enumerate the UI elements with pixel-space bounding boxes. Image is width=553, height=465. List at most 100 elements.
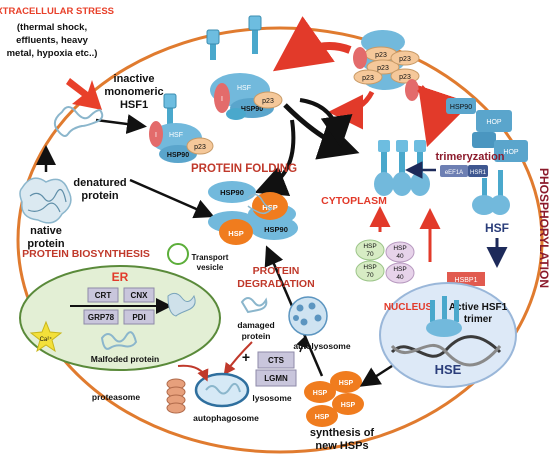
label-lysosome_enzymes-0: CTS [268,356,285,365]
label-er_chaperones-1: CNX [131,291,149,300]
label-labels-hsp: HSP [228,229,243,238]
degradation-title-1: PROTEIN [253,265,300,277]
dna-strand-2 [390,344,502,367]
er-chaperones: CRT CNX GRP78 PDI [83,287,155,325]
release-arrow-right [417,85,472,148]
hsf1-hsp90-complex-3: p23 p23 p23 p23 p23 [353,30,420,101]
label-labels-hsp: HSP [262,203,277,212]
stress-arrow [66,78,102,110]
lysosome-enzymes: CTS LGMN [255,351,297,387]
activation-arrow-3 [254,119,296,197]
er-compartment [19,265,221,371]
new-hsp-cluster: HSP HSP HSP HSP [304,371,364,427]
native-protein: native protein [19,177,72,250]
synthesis-label-1: synthesis of [310,427,375,439]
label-labels-hsr1: HSR1 [470,170,487,176]
denatured-label-1: denatured [73,177,126,189]
autophagosome-label: autophagosome [193,413,259,423]
label-labels-p23: p23 [377,65,389,72]
label-labels-hsf: HSF [237,85,251,92]
release-arrow-top [272,16,352,72]
trimeryzation-label: trimeryzation [435,151,504,163]
autolysosome-label: autolysosome [293,341,350,351]
calcium-star [29,320,63,353]
to-folding-arrow [129,178,215,219]
label-labels-hsp70-0: HSP [363,243,376,250]
autolysosome: autolysosome [288,296,351,351]
biosynthesis-title: PROTEIN BIOSYNTHESIS [22,248,150,260]
proteasome-label: proteasome [92,392,140,402]
label-labels-hsp40-0: HSP [393,245,406,252]
plus-sign: + [242,349,250,365]
label-er_chaperones-2: GRP78 [88,313,115,322]
label-labels-hsp: HSP [313,390,328,397]
label-labels-p23: p23 [194,144,206,151]
label-labels-hsp90: HSP90 [450,104,472,111]
protein-folding-title: PROTEIN FOLDING [191,163,297,175]
hsf-label: HSF [485,221,509,235]
transport-vesicle-label-2: vesicle [197,263,224,272]
label-er_chaperones-0: CRT [95,291,112,300]
inactive-label-3: HSF1 [120,99,148,111]
label-labels-p23: p23 [375,52,387,59]
lysosome-label: lysosome [252,393,291,403]
protein-folding: PROTEIN FOLDING HSP90 HSP90 HSP HSP [191,163,298,245]
hse-label: HSE [435,362,462,377]
label-labels-hsp90: HSP90 [167,152,189,159]
label-labels-hsp40-0: HSP [393,266,406,273]
active-hsf1-trimer [426,296,462,337]
hsp90-hop-complex: HSP90 HOP HOP [446,98,528,162]
label-labels-hsp90: HSP90 [264,225,288,234]
active-hsf1-label-2: trimer [464,314,492,325]
label-labels-hsp70-1: 70 [366,251,374,258]
inactive-label-1: inactive [114,73,155,85]
label-labels-hsp: HSP [341,402,356,409]
inactive-hsf1-text: inactive monomeric HSF1 [104,73,163,111]
label-lysosome_enzymes-1: LGMN [264,374,288,383]
label-labels-i: I [155,132,157,139]
damaged-protein-shape [240,297,268,314]
label-labels-hsp: HSP [315,414,330,421]
label-labels-hsp40-1: 40 [396,253,404,260]
hsf-trimer-right: HSF [472,170,510,268]
label-labels-hsf: HSF [169,132,183,139]
transport-vesicle [167,243,189,265]
stress-detail-2: effluents, heavy [16,35,89,46]
release-arrow-left [328,90,375,130]
hsf1-hsp90-complex-2: HSF HSP90 I p23 [206,15,283,120]
ef1a-hsr1-complex: eEF1A HSR1 [405,161,488,179]
calcium-label: Ca²⁺ [40,336,53,343]
label-labels-hsp90: HSP90 [220,188,244,197]
active-hsf1-label-1: Active HSF1 [449,302,508,313]
label-er_chaperones-3: PDI [132,313,145,322]
stress-title: EXTRACELLULAR STRESS [0,6,114,17]
label-labels-hop: HOP [486,119,502,126]
transport-vesicle-label-1: Transport [192,253,229,262]
phosphorylation-label: PHOSPHORYLATION [537,168,551,288]
label-labels-hsp: HSP [339,380,354,387]
autophagosome: autophagosome [193,372,259,423]
label-labels-hsp70-1: 70 [366,272,374,279]
degradation-title-2: DEGRADATION [237,278,314,290]
synthesis-label-2: new HSPs [315,440,368,452]
lysosome-to-autolysosome-arrow [296,335,308,353]
label-labels-hsp90: HSP90 [241,106,263,113]
native-label-1: native [30,225,62,237]
stress-detail-3: metal, hypoxia etc..) [7,48,98,59]
hsf1-hsp90-complex-1: HSF HSP90 I p23 [149,93,214,163]
label-labels-hsp40-1: 40 [396,274,404,281]
label-labels-p23: p23 [262,98,274,105]
damaged-label-2: protein [242,331,271,341]
er-label: ER [112,270,129,284]
native-label-2: protein [27,238,65,250]
label-labels-hsp70-0: HSP [363,264,376,271]
denatured-label-2: protein [81,190,119,202]
label-labels-p23: p23 [399,56,411,63]
label-labels-ef1a: eEF1A [445,170,463,176]
to-complex-arrow [95,114,147,134]
cytoplasm-label: CYTOPLASM [321,195,387,207]
label-labels-p23: p23 [362,75,374,82]
inactive-label-2: monomeric [104,86,163,98]
